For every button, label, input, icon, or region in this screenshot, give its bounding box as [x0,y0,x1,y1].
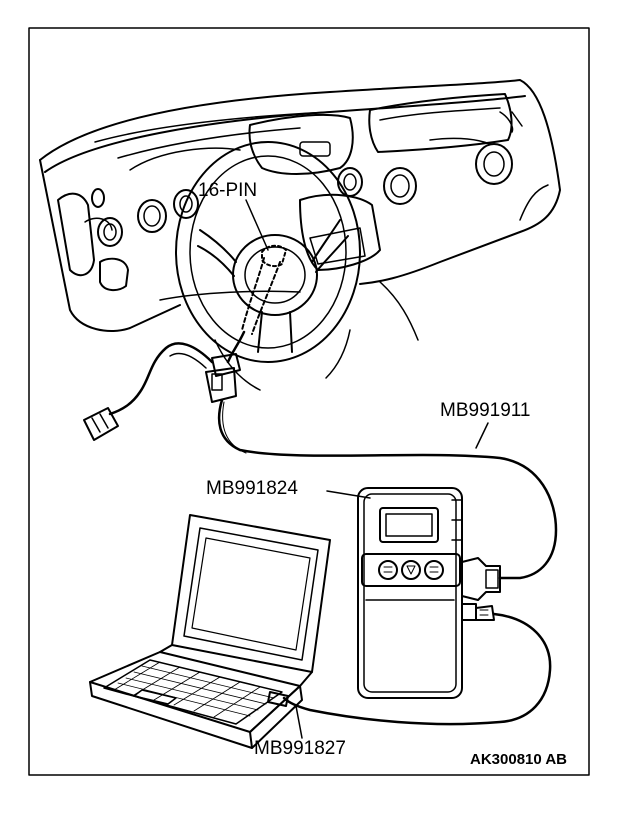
label-mb991911: MB991911 [440,400,531,421]
harness-mb991911 [83,330,558,580]
mb991827-leader-line [295,705,303,739]
16-pin-connector-illustration [241,244,287,335]
cable-mb991827 [267,612,552,726]
figure-id: AK300810 AB [470,751,567,768]
dashboard-illustration [39,79,561,341]
interface-box-mb991824 [357,487,501,699]
label-mb991827: MB991827 [254,738,346,759]
laptop-illustration [89,514,331,749]
steering-wheel-illustration [175,141,361,391]
label-mb991824: MB991824 [206,478,298,499]
mb991911-leader-line [475,422,489,449]
connector-leader-line [245,199,269,251]
mb991824-leader-line [326,490,371,499]
figure-border [28,27,590,776]
label-16-pin: 16-PIN [198,180,258,201]
